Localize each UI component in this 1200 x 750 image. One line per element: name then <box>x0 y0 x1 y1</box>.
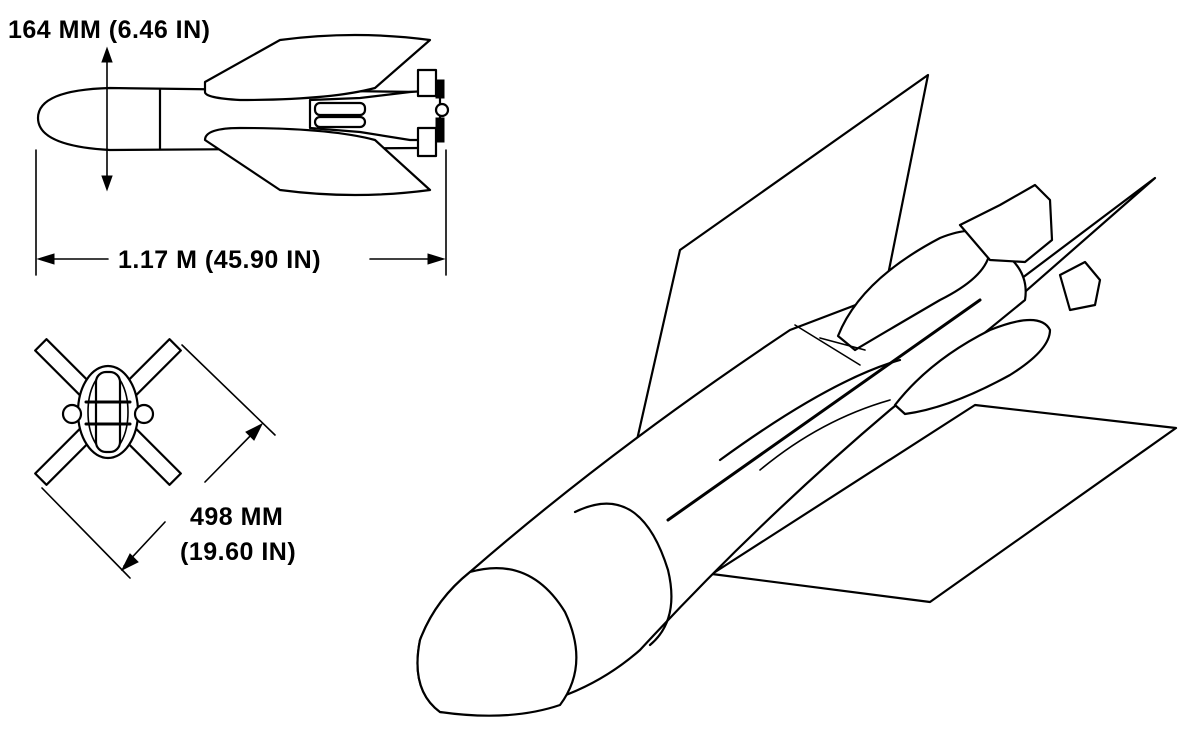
iso-body-detail-3 <box>759 399 891 471</box>
iso-nose-cone <box>416 567 578 717</box>
length-arrow-right <box>427 253 446 265</box>
diameter-arrow-bottom <box>101 175 113 192</box>
side-view-nozzle-upper <box>435 79 445 99</box>
span-ext-top <box>181 344 276 436</box>
span-arrow-top <box>245 422 264 441</box>
side-view-tail-fin-lower <box>416 126 438 158</box>
side-view-nozzle-lower <box>435 117 445 143</box>
rear-view-left-lug <box>61 403 83 425</box>
rear-view-right-lug <box>133 403 155 425</box>
iso-lower-canister <box>893 319 1052 416</box>
iso-seeker-joint <box>573 502 673 647</box>
iso-strake-lower <box>718 358 902 462</box>
side-view-lower-canister <box>313 115 367 129</box>
span-dim-upper <box>204 427 259 483</box>
iso-body-detail-2 <box>819 337 866 351</box>
iso-lower-wing <box>710 403 1178 604</box>
isometric-view <box>416 73 1178 717</box>
rear-view-center-column <box>94 370 122 454</box>
side-view-body <box>36 86 422 152</box>
diameter-arrow-top <box>101 46 113 63</box>
iso-tail-section <box>958 183 1054 264</box>
side-view-lower-wing <box>203 126 432 197</box>
span-arrow-bottom <box>120 553 139 572</box>
side-view: 164 MM (6.46 IN) 1.17 M (45.90 IN) <box>8 16 450 276</box>
diameter-label: 164 MM (6.46 IN) <box>8 16 211 44</box>
span-label-line2: (19.60 IN) <box>180 538 296 566</box>
side-view-nozzle-center <box>434 102 450 118</box>
side-view-upper-canister <box>313 101 367 117</box>
side-view-tail-fin-upper <box>416 68 438 98</box>
span-ext-bottom <box>41 487 131 579</box>
length-arrow-left <box>36 253 55 265</box>
iso-body-detail-1 <box>794 324 861 366</box>
iso-tail-nozzle <box>1058 260 1102 312</box>
rear-view: 498 MM (19.60 IN) <box>34 338 296 579</box>
side-view-upper-wing <box>203 33 432 102</box>
span-label-line1: 498 MM <box>190 503 283 531</box>
length-label: 1.17 M (45.90 IN) <box>118 246 321 274</box>
iso-strake-upper <box>666 298 982 522</box>
